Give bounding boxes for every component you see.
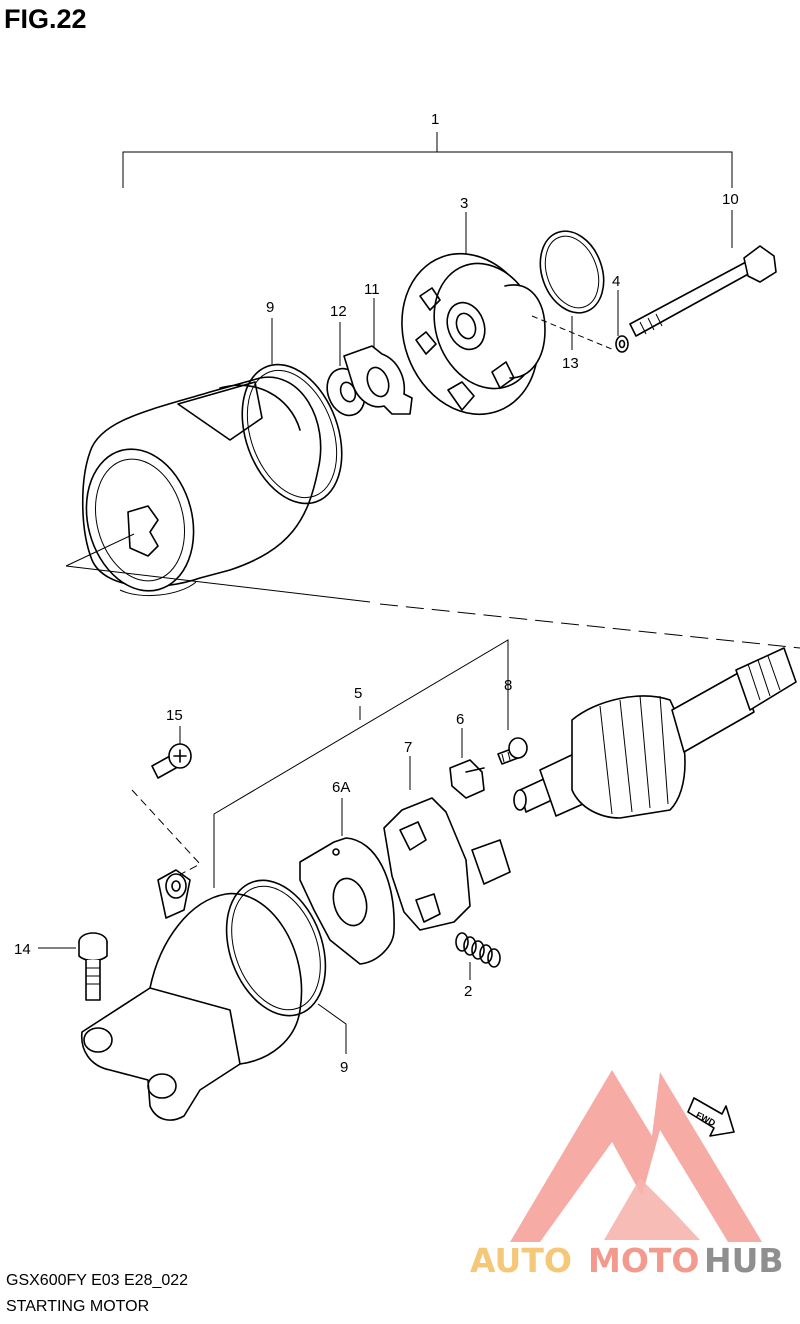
brush-6	[449, 728, 485, 799]
figure-title: FIG.22	[4, 4, 87, 34]
end-cover-3	[401, 252, 546, 416]
callout-5: 5	[354, 685, 362, 702]
o-ring-13	[539, 230, 605, 314]
spring-2	[455, 932, 501, 980]
screw-8	[497, 737, 528, 765]
callout-1: 1	[431, 111, 439, 128]
callout-10: 10	[722, 191, 739, 208]
callout-4: 4	[612, 273, 620, 290]
through-bolt-10	[629, 245, 777, 337]
callout-2: 2	[464, 983, 472, 1000]
brush-plate-6a	[299, 798, 395, 965]
automotohub-logo: AUTO MOTO HUB	[470, 1070, 784, 1280]
washer-4	[615, 335, 629, 353]
watermark-hub: HUB	[704, 1241, 784, 1280]
watermark-moto: MOTO	[588, 1241, 699, 1280]
callout-15: 15	[166, 707, 183, 724]
callout-3: 3	[460, 195, 468, 212]
callout-8: 8	[504, 677, 512, 694]
callout-11: 11	[364, 281, 380, 298]
armature	[513, 647, 797, 819]
o-ring-9-bottom	[225, 879, 347, 1054]
bolt-14	[38, 932, 108, 1001]
yoke-housing	[81, 376, 322, 597]
model-code: GSX600FY E03 E28_022	[6, 1272, 189, 1289]
brush-holder-7	[383, 756, 511, 931]
callout-14: 14	[14, 941, 31, 958]
section-name: STARTING MOTOR	[6, 1298, 150, 1315]
assembly-bracket-5	[213, 639, 509, 888]
assembly-bracket-1	[122, 132, 733, 188]
mounting-end-housing	[81, 869, 303, 1121]
o-ring-9-top	[241, 363, 343, 505]
callout-7: 7	[404, 739, 412, 756]
screw-15	[131, 726, 201, 883]
callout-labels: 1 3 10 4 11 9 12 13 8 5 15 6 7 6A 14 2 9	[14, 111, 739, 1076]
callout-12: 12	[330, 303, 347, 320]
watermark-auto: AUTO	[470, 1241, 572, 1280]
callout-9-top: 9	[266, 299, 274, 316]
alignment-lines-top	[65, 315, 800, 649]
leaders-top	[271, 210, 733, 366]
callout-13: 13	[562, 355, 579, 372]
plate-11	[343, 345, 413, 415]
callout-6: 6	[456, 711, 464, 728]
callout-9-bottom: 9	[340, 1059, 348, 1076]
callout-6a: 6A	[332, 779, 350, 796]
